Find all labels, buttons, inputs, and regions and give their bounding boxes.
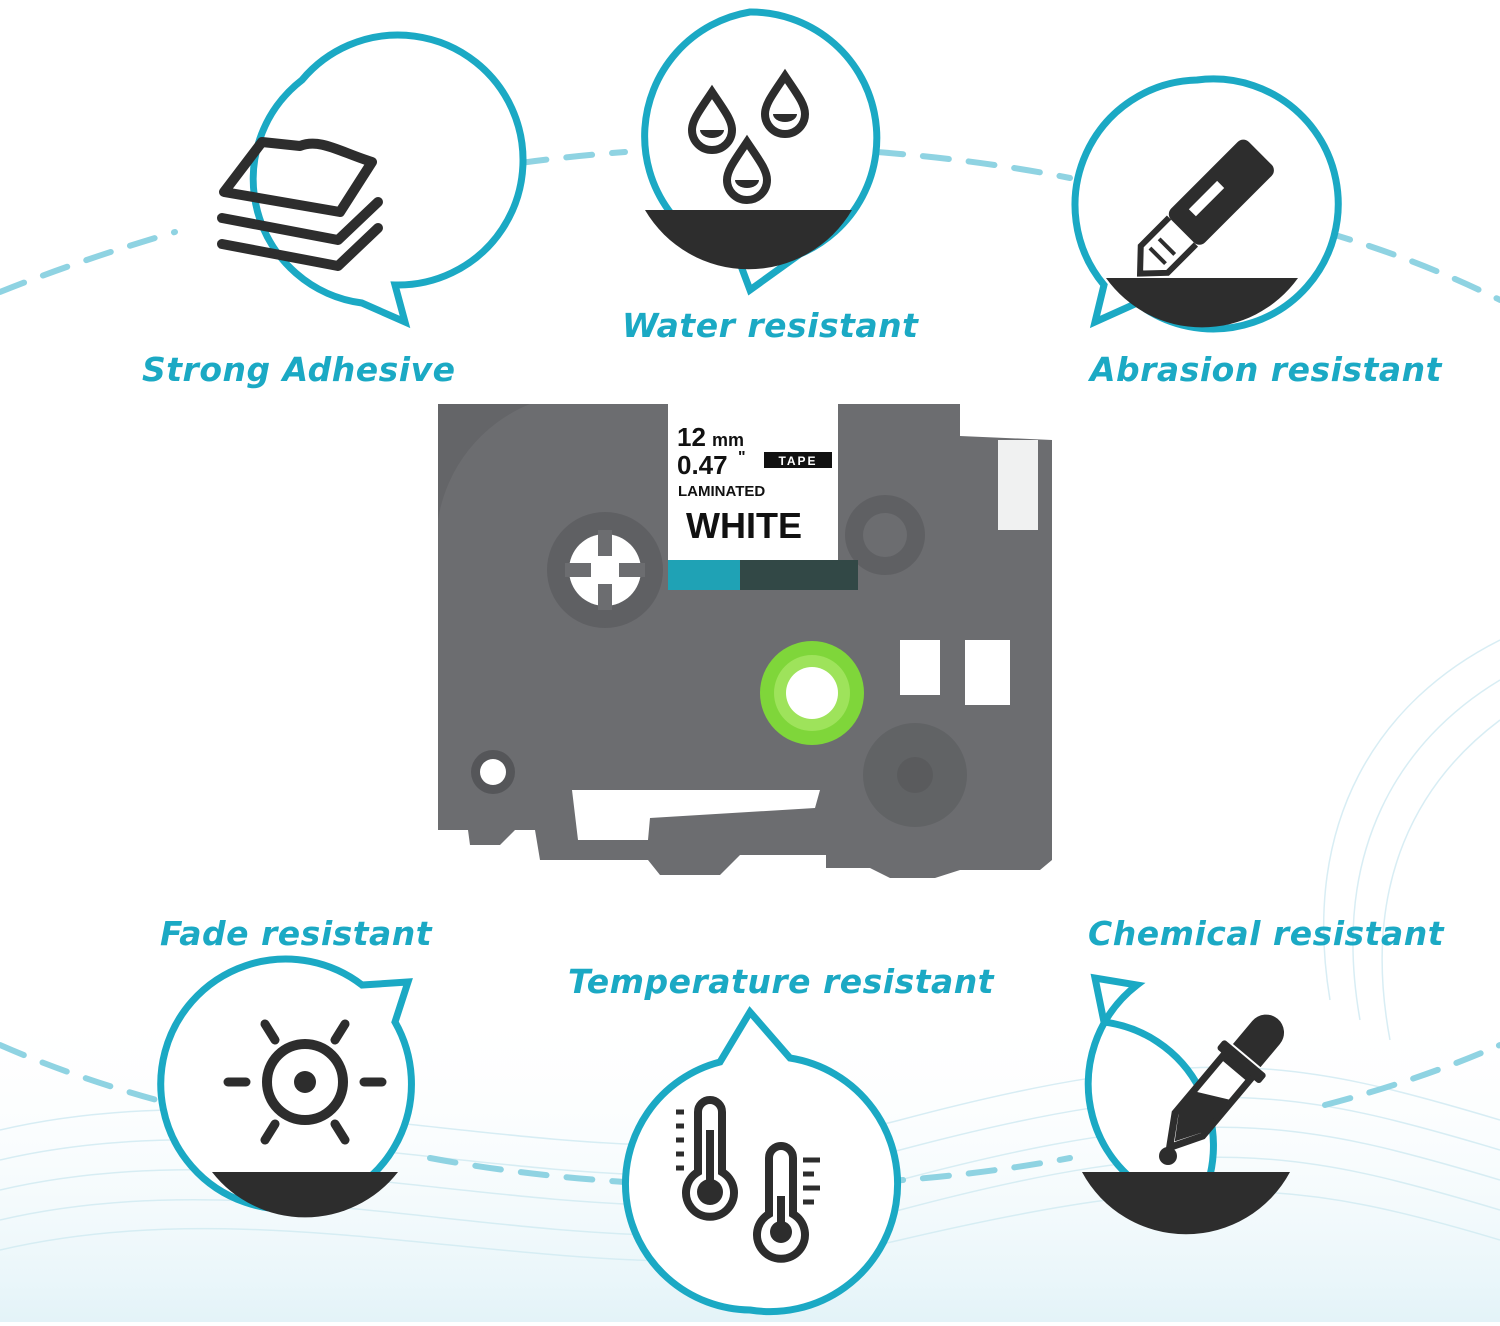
tape-badge: TAPE <box>778 454 817 468</box>
tape-width-mm: 12 <box>677 422 706 452</box>
tape-type: LAMINATED <box>678 483 765 500</box>
layered-sheets-icon <box>217 137 383 271</box>
dropper-icon <box>1082 1014 1290 1235</box>
tape-width-inches: 0.47 <box>677 450 728 480</box>
label-strong-adhesive: Strong Adhesive <box>142 350 456 389</box>
bubble-water-resistant <box>641 8 881 296</box>
bubble-chemical-resistant <box>1082 973 1290 1235</box>
thermometers-icon <box>676 1096 820 1263</box>
tape-width-mm-unit: mm <box>712 430 744 450</box>
label-temperature-resistant: Temperature resistant <box>568 962 995 1001</box>
label-chemical-resistant: Chemical resistant <box>1088 914 1444 953</box>
utility-knife-icon <box>1106 139 1298 328</box>
tape-cartridge: 12 mm 0.47 " TAPE LAMINATED WHITE <box>438 404 1052 878</box>
tape-width-in-unit: " <box>738 449 746 466</box>
label-abrasion-resistant: Abrasion resistant <box>1090 350 1442 389</box>
bubble-temperature-resistant <box>621 1006 902 1316</box>
label-fade-resistant: Fade resistant <box>160 914 433 953</box>
bubble-fade-resistant <box>157 955 415 1218</box>
label-water-resistant: Water resistant <box>622 306 919 345</box>
tape-color: WHITE <box>686 505 802 546</box>
sun-icon <box>212 1019 398 1218</box>
bubble-abrasion-resistant <box>1071 75 1342 333</box>
bubble-strong-adhesive <box>217 31 527 329</box>
water-drops-icon <box>645 68 852 270</box>
